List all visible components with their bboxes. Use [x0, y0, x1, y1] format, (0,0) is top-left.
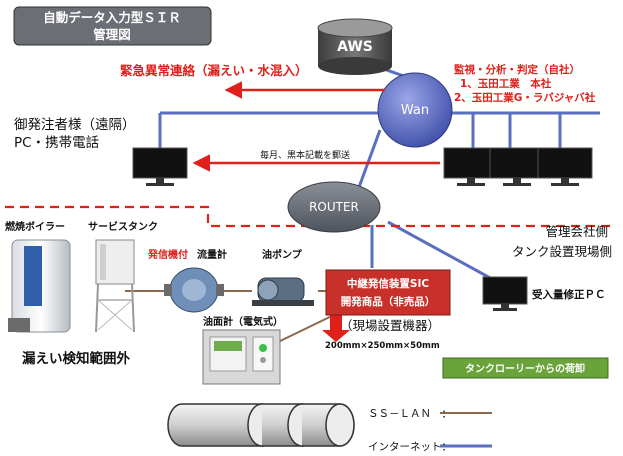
relay-device-box	[325, 269, 451, 316]
legend-lan-label: ＳＳ－ＬＡＮ ：	[368, 408, 452, 420]
monitoring-monitor-1-icon	[443, 147, 499, 186]
monitoring-monitor-3-icon	[537, 147, 593, 186]
oil-gauge-label: 油面計（電気式）	[203, 315, 283, 328]
boiler-icon	[8, 239, 71, 333]
router-label: ROUTER	[309, 200, 359, 214]
receipt-pc-label: 受入量修正ＰＣ	[532, 288, 606, 301]
monthly-report-label: 毎月、黒本記載を郵送	[260, 149, 350, 161]
title-box	[13, 6, 212, 46]
relay-line2: 開発商品（非売品）	[341, 295, 436, 308]
oil-pump-icon	[252, 277, 314, 306]
legend-internet-label: インターネット：	[368, 441, 452, 453]
field-label: （現場設置機器）	[340, 318, 440, 333]
client-line1: 御発注者様（遠隔）	[14, 117, 136, 133]
underground-tank-icon	[167, 403, 355, 447]
monitoring-line1: 監視・分析・判定（自社）	[454, 63, 580, 76]
monitoring-line2: 1、玉田工業 本社	[460, 77, 552, 90]
tanker-delivery-box	[442, 357, 609, 379]
wan-label: Wan	[401, 103, 429, 118]
aws-label: AWS	[337, 39, 373, 55]
title-line1: 自動データ入力型ＳＩＲ	[43, 10, 181, 25]
wan-node	[377, 72, 453, 148]
client-line2: PC・携帯電話	[14, 134, 99, 151]
flowmeter-label: 流量計	[197, 248, 227, 261]
flowmeter-icon	[164, 267, 224, 313]
tank-site-side-label: タンク設置現場側	[512, 244, 612, 259]
emergency-label: 緊急異常連絡（漏えい・水混入）	[120, 63, 308, 78]
flowmeter-red-label: 発信機付	[147, 248, 188, 261]
tanker-label: タンクローリーからの荷卸	[465, 362, 585, 375]
relay-to-field-arrow	[322, 293, 350, 342]
service-tank-icon	[95, 239, 135, 333]
receipt-pc-monitor-icon	[482, 276, 528, 311]
router-node	[287, 181, 381, 233]
aws-database-icon	[317, 18, 393, 75]
monitoring-line3: 2、玉田工業G・ラバジャバ社	[454, 91, 596, 104]
monitoring-monitor-2-icon	[489, 147, 545, 186]
relay-line1: 中継発信装置SIC	[347, 277, 429, 290]
management-side-label: 管理会社側	[545, 224, 608, 239]
leak-label: 漏えい検知範囲外	[22, 350, 130, 367]
title-line2: 管理図	[93, 27, 131, 42]
oil-gauge-device-icon	[202, 329, 281, 385]
oil-pump-label: 油ポンプ	[262, 248, 303, 261]
client-monitor-icon	[132, 147, 188, 186]
boundary-dashed-line	[5, 205, 612, 228]
field-size-label: 200mm×250mm×50mm	[325, 341, 440, 351]
boiler-label: 燃焼ボイラー	[5, 220, 65, 233]
service-tank-label: サービスタンク	[88, 220, 158, 233]
